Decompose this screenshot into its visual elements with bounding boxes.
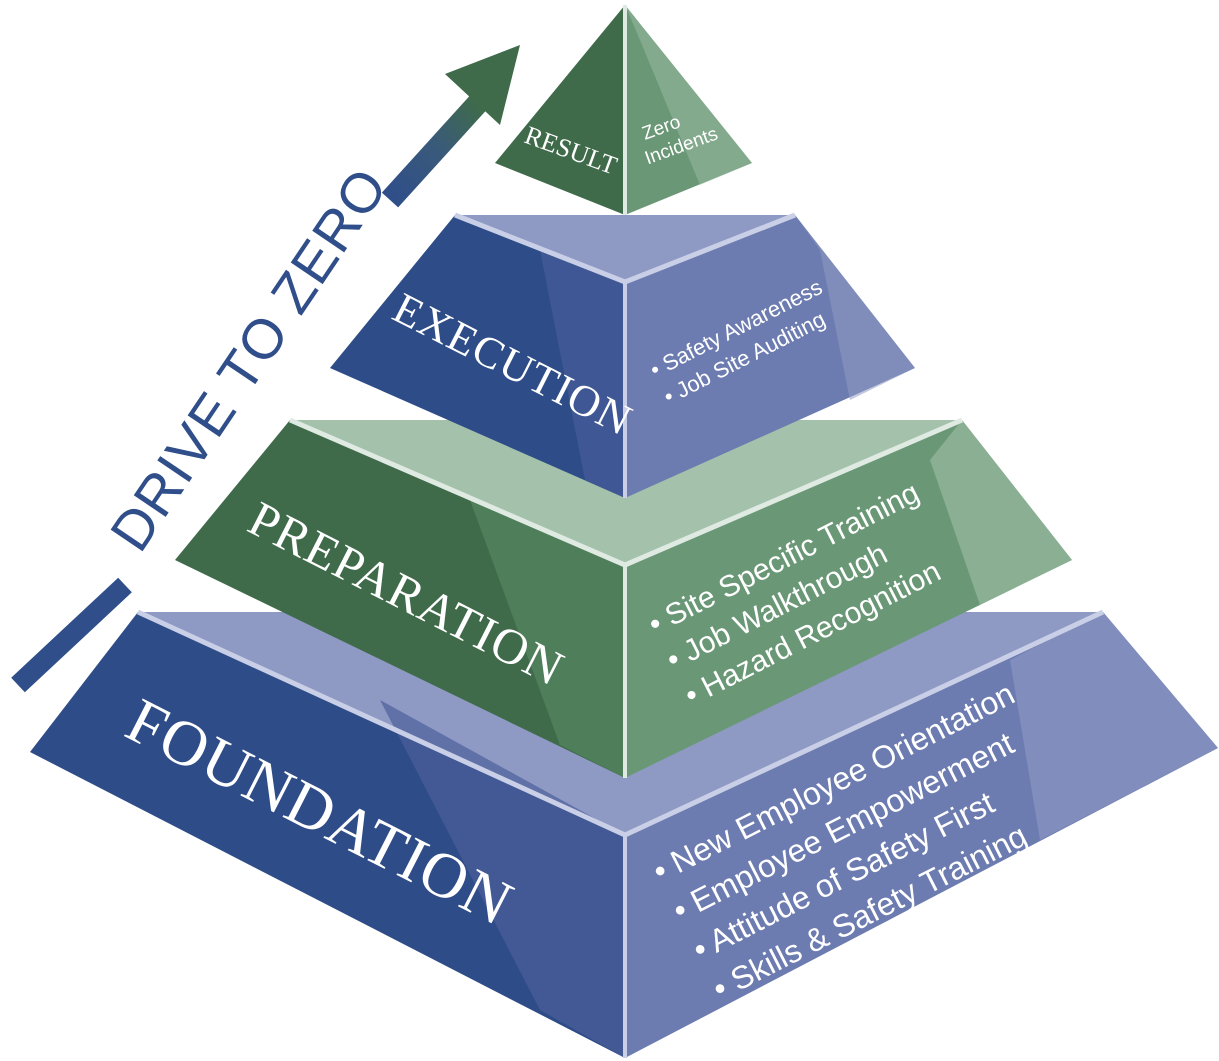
result-right-face [625, 5, 752, 215]
foundation-right-facet [1010, 612, 1218, 840]
arrow-shaft-upper [381, 95, 487, 208]
preparation-tier: PREPARATION • Site Specific Training • J… [175, 417, 1072, 778]
execution-right-facet [795, 215, 915, 400]
execution-left-facet [540, 250, 625, 498]
result-tier: RESULT Zero Incidents [495, 5, 752, 215]
result-right-facet [625, 5, 752, 185]
preparation-left-face [175, 420, 625, 778]
arrow-head [445, 45, 520, 125]
arrow-shaft-lower [11, 577, 132, 693]
foundation-left-face [30, 612, 625, 1058]
execution-top-face [455, 215, 795, 282]
preparation-right-facet [930, 420, 1072, 605]
result-left-face [495, 5, 625, 215]
execution-tier: EXECUTION • Safety Awareness • Job Site … [330, 212, 915, 498]
preparation-left-facet [470, 500, 625, 778]
foundation-left-facet [380, 700, 625, 1058]
